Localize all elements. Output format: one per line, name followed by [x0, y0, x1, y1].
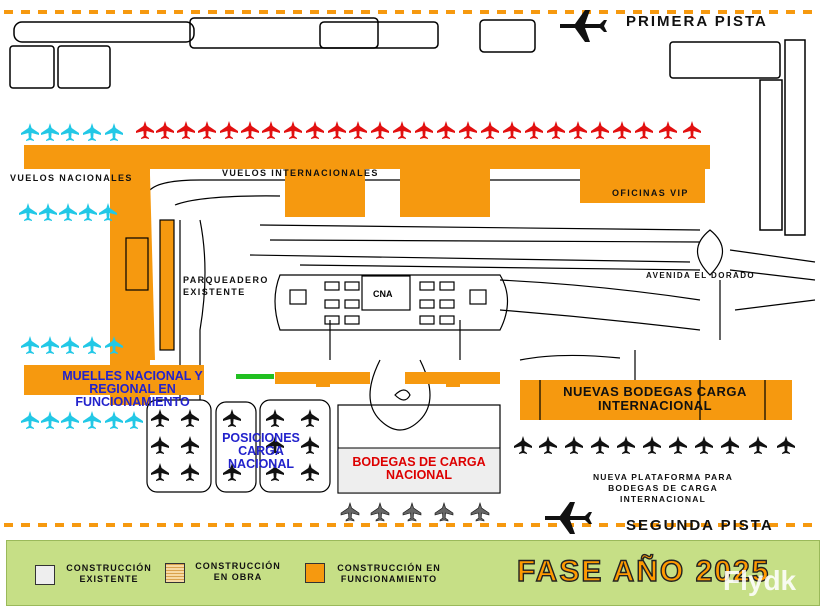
national-cargo-warehouses-label: BODEGAS DE CARGA NACIONAL [352, 455, 486, 482]
runway-aircraft-icons [545, 10, 607, 534]
bodegas-nacional-block [337, 447, 501, 494]
bottom-airplane-icon [545, 502, 592, 534]
green-link [236, 374, 274, 379]
top-airplane-icon [560, 10, 607, 42]
new-international-warehouses-label: NUEVAS BODEGAS CARGA INTERNACIONAL [563, 384, 747, 413]
cargo-national-aircraft [340, 502, 490, 522]
phase-year-title: FASE AÑO 2025 [516, 554, 771, 588]
terminal-outlines [125, 219, 766, 420]
legend-swatch-existing [35, 565, 55, 585]
avenue-label: AVENIDA EL DORADO [646, 271, 755, 280]
cna-label: CNA [373, 289, 393, 299]
second-runway-label: SEGUNDA PISTA [626, 517, 774, 534]
existing-buildings [9, 17, 806, 236]
legend-swatch-in-construction [165, 563, 185, 583]
legend-label-operating: CONSTRUCCIÓN EN FUNCIONAMIENTO [337, 563, 441, 584]
vip-offices-label: OFICINAS VIP [612, 188, 689, 198]
legend: CONSTRUCCIÓN EXISTENTE CONSTRUCCIÓN EN O… [6, 540, 820, 606]
national-piers-label: MUELLES NACIONAL Y REGIONAL EN FUNCIONAM… [62, 369, 203, 409]
parking-area [274, 274, 509, 331]
international-flights-label: VUELOS INTERNACIONALES [222, 168, 379, 178]
cargo-positions-label: POSICIONES CARGA NACIONAL [222, 431, 300, 471]
road-network [149, 179, 816, 431]
terminal-building [24, 145, 792, 420]
legend-swatch-operating [305, 563, 325, 583]
legend-label-in-construction: CONSTRUCCIÓN EN OBRA [195, 561, 281, 582]
watermark: Flydk [723, 565, 797, 596]
first-runway-label: PRIMERA PISTA [626, 13, 768, 30]
national-flights-label: VUELOS NACIONALES [10, 173, 133, 183]
new-platform-label: NUEVA PLATAFORMA PARA BODEGAS DE CARGA I… [592, 472, 734, 504]
international-aircraft [136, 121, 701, 139]
legend-label-existing: CONSTRUCCIÓN EXISTENTE [66, 563, 152, 584]
parking-label: PARQUEADERO EXISTENTE [183, 275, 269, 297]
